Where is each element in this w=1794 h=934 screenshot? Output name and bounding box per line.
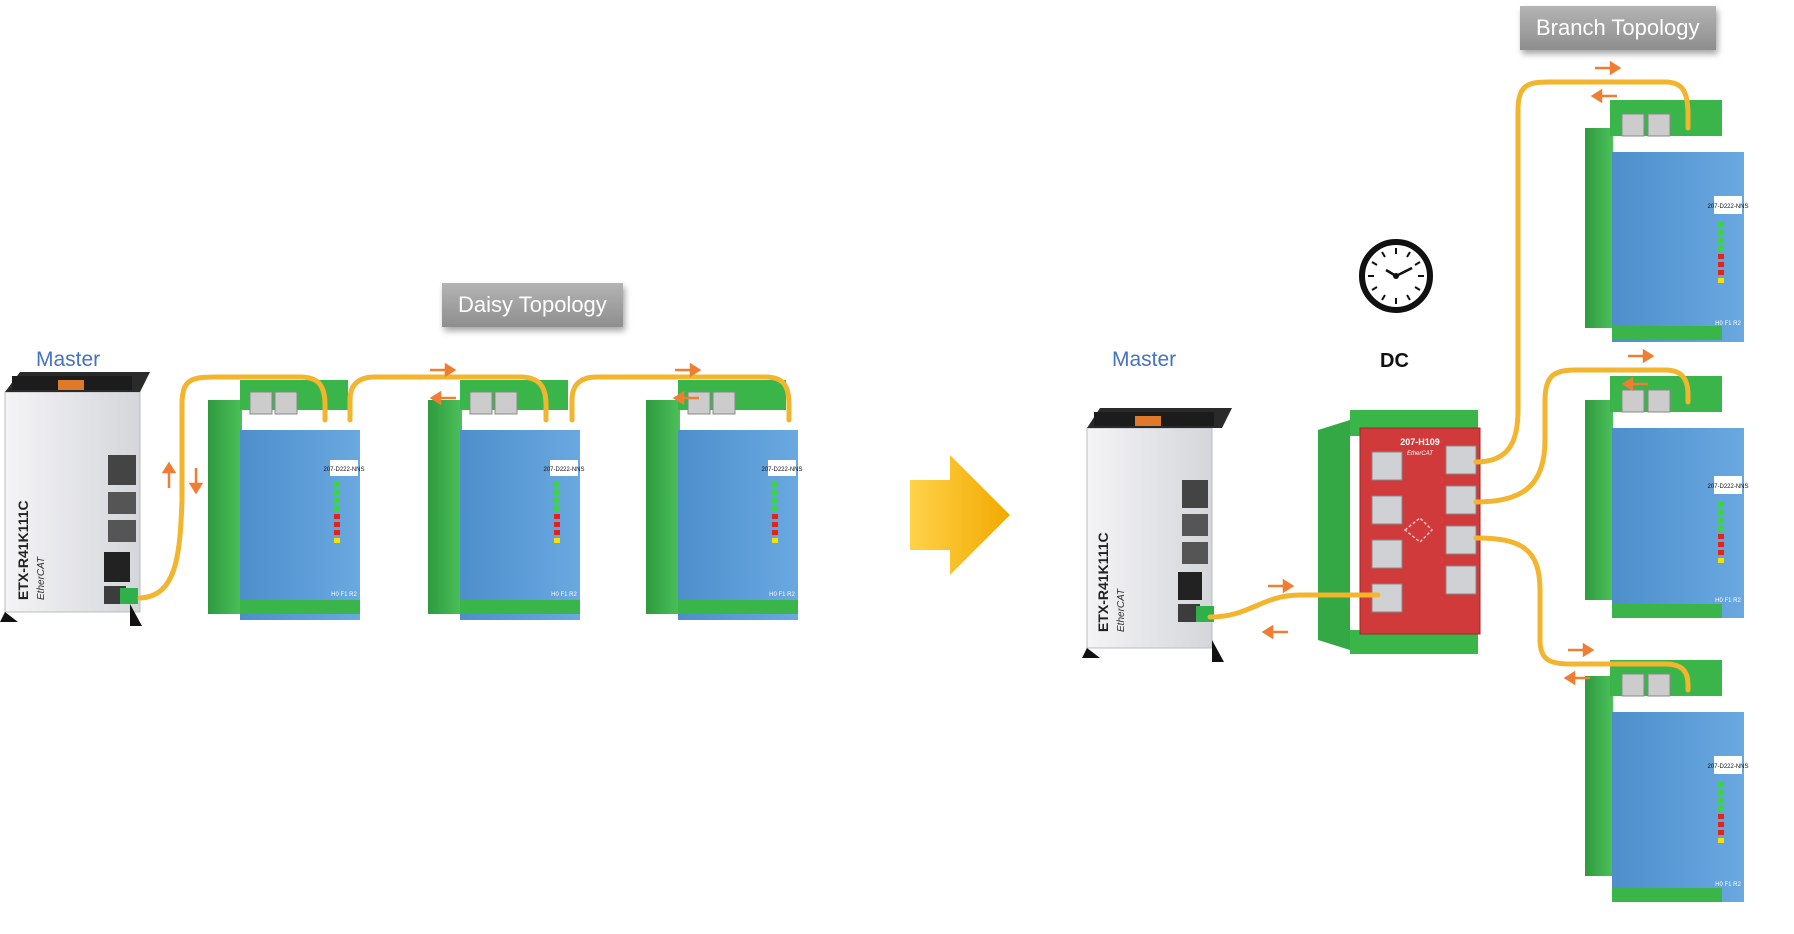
right-master-brand: EtherCAT — [1116, 588, 1127, 632]
left-master-model: ETX-R41K111C — [15, 500, 31, 600]
branch-cables — [1207, 79, 1691, 693]
left-master-device: ETX-R41K111C EtherCAT — [0, 372, 150, 626]
right-master-device: ETX-R41K111C EtherCAT — [1082, 408, 1232, 662]
left-slave-3-model: 207-D222-NNS — [761, 467, 802, 473]
left-slave-1-foot: H0 F1 R2 — [331, 592, 357, 598]
left-slave-1-model: 207-D222-NNS — [323, 467, 364, 473]
branch-direction-arrows — [1261, 60, 1655, 686]
daisy-topology-label: Daisy Topology — [442, 283, 623, 327]
branch-hub-device: 207-H109 EtherCAT — [1318, 410, 1481, 654]
hub-model: 207-H109 — [1400, 437, 1440, 447]
left-master-brand: EtherCAT — [36, 556, 47, 600]
big-right-arrow-icon — [910, 455, 1010, 575]
right-slave-2-foot: H0 F1 R2 — [1715, 598, 1741, 604]
dc-label: DC — [1380, 350, 1409, 372]
left-slave-2-foot: H0 F1 R2 — [551, 592, 577, 598]
left-slave-2: 207-D222-NNS H0 F1 R2 — [428, 380, 585, 620]
right-slave-3-model: 207-D222-NNS — [1707, 764, 1748, 770]
right-slave-3: 207-D222-NNS H0 F1 R2 — [1585, 660, 1749, 902]
right-slave-1: 207-D222-NNS H0 F1 R2 — [1585, 100, 1749, 342]
daisy-cables — [137, 374, 792, 601]
left-slave-3-foot: H0 F1 R2 — [769, 592, 795, 598]
right-slave-1-model: 207-D222-NNS — [1707, 204, 1748, 210]
daisy-direction-arrows — [161, 362, 702, 495]
left-slave-2-model: 207-D222-NNS — [543, 467, 584, 473]
right-master-label: Master — [1112, 348, 1177, 371]
clock-icon — [1359, 239, 1433, 313]
branch-topology-label: Branch Topology — [1520, 6, 1716, 50]
left-slave-1: 207-D222-NNS H0 F1 R2 — [208, 380, 365, 620]
right-master-model: ETX-R41K111C — [1095, 532, 1111, 632]
right-slave-1-foot: H0 F1 R2 — [1715, 321, 1741, 327]
left-slave-3: 207-D222-NNS H0 F1 R2 — [646, 380, 803, 620]
right-slave-2: 207-D222-NNS H0 F1 R2 — [1585, 376, 1749, 618]
right-slave-3-foot: H0 F1 R2 — [1715, 882, 1741, 888]
left-master-label: Master — [36, 348, 101, 371]
right-slave-2-model: 207-D222-NNS — [1707, 484, 1748, 490]
hub-brand: EtherCAT — [1407, 451, 1434, 457]
